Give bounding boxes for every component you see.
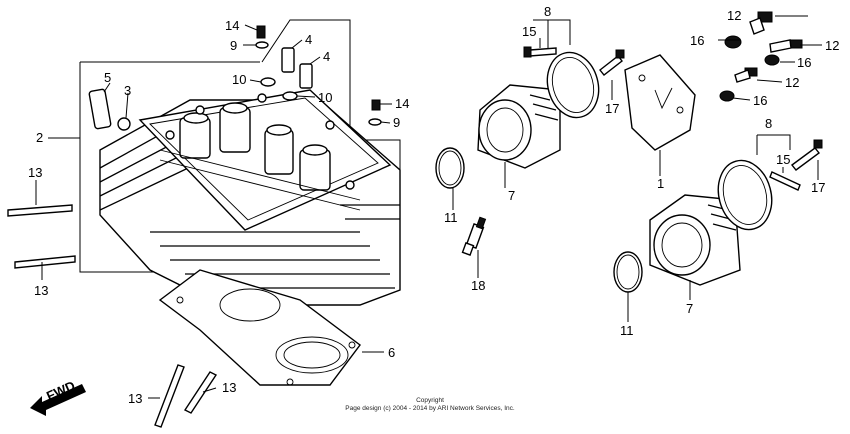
callout-9: 9: [230, 38, 237, 53]
hose-clamps: [546, 51, 773, 231]
callout-13: 13: [222, 380, 236, 395]
callout-13: 13: [128, 391, 142, 406]
carburetor-joint-lower: [649, 194, 741, 286]
callout-8: 8: [765, 116, 772, 131]
callout-4: 4: [323, 49, 330, 64]
callout-13: 13: [28, 165, 42, 180]
callout-10: 10: [318, 90, 332, 105]
callout-2: 2: [36, 130, 43, 145]
copyright-line-1: Copyright: [416, 397, 444, 404]
callout-17: 17: [811, 180, 825, 195]
copyright-line-2: Page design (c) 2004 - 2014 by ARI Netwo…: [345, 405, 515, 412]
callout-16: 16: [753, 93, 767, 108]
callout-5: 5: [104, 70, 111, 85]
callout-16: 16: [797, 55, 811, 70]
callout-labels: 14 9 4 4 5 3 10 10 14 9 2 13 13 6 13 13 …: [28, 4, 839, 406]
callout-8: 8: [544, 4, 551, 19]
cylinder-head-group: [79, 19, 401, 306]
callout-4: 4: [305, 32, 312, 47]
callout-12: 12: [727, 8, 741, 23]
leader-lines: [35, 15, 822, 399]
callout-10: 10: [232, 72, 246, 87]
callout-7: 7: [508, 188, 515, 203]
callout-18: 18: [471, 278, 485, 293]
callout-14: 14: [395, 96, 409, 111]
bolts-and-washers: [523, 11, 823, 191]
callout-13: 13: [34, 283, 48, 298]
callout-15: 15: [522, 24, 536, 39]
callout-1: 1: [657, 176, 664, 191]
callout-7: 7: [686, 301, 693, 316]
callout-11: 11: [444, 210, 458, 225]
callout-16: 16: [690, 33, 704, 48]
callout-3: 3: [124, 83, 131, 98]
callout-11: 11: [620, 323, 634, 338]
callout-6: 6: [388, 345, 395, 360]
copyright-notice: Copyright Page design (c) 2004 - 2014 by…: [300, 397, 560, 413]
forward-arrow-icon: FWD: [30, 378, 86, 416]
valve-guide: [88, 88, 131, 131]
stud-bolts: [7, 204, 218, 428]
head-gasket: [158, 269, 361, 386]
heat-shield-plate: [624, 54, 696, 151]
callout-12: 12: [785, 75, 799, 90]
callout-9: 9: [393, 115, 400, 130]
callout-15: 15: [776, 152, 790, 167]
carburetor-joint-upper: [477, 84, 561, 169]
callout-14: 14: [225, 18, 239, 33]
o-rings: [435, 147, 643, 293]
callout-17: 17: [605, 101, 619, 116]
spark-plug: [461, 216, 487, 256]
callout-12: 12: [825, 38, 839, 53]
